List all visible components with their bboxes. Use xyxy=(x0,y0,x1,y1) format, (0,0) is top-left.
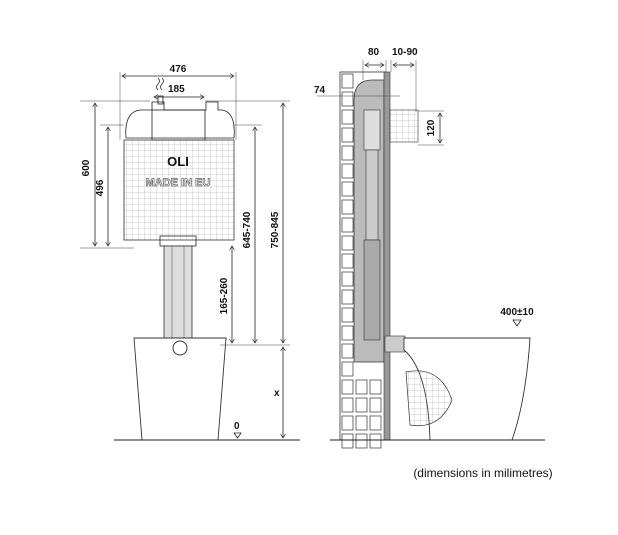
brick xyxy=(369,379,382,395)
level-marker-icon xyxy=(512,319,522,327)
floor-level-label: 0 xyxy=(234,421,240,432)
brick xyxy=(341,217,354,233)
depth-80-label: 80 xyxy=(368,47,380,58)
brick xyxy=(341,415,354,431)
brick xyxy=(341,325,354,341)
brick xyxy=(341,73,354,89)
brick xyxy=(341,91,354,107)
width-476-label: 476 xyxy=(170,64,187,75)
flush-pipe xyxy=(389,109,419,143)
brick xyxy=(355,379,368,395)
brick xyxy=(341,379,354,395)
brick xyxy=(341,127,354,143)
offset-74-label: 74 xyxy=(314,85,326,96)
seat-height-label: 400±10 xyxy=(500,307,534,318)
brick xyxy=(341,163,354,179)
water-inlet-icon xyxy=(156,77,164,91)
brick xyxy=(341,271,354,287)
brick xyxy=(341,433,354,449)
logo-text: OLI xyxy=(167,154,189,169)
brick xyxy=(341,343,354,359)
brick xyxy=(355,397,368,413)
brick xyxy=(341,307,354,323)
brick xyxy=(341,145,354,161)
brick xyxy=(341,181,354,197)
brick xyxy=(355,415,368,431)
units-footnote: (dimensions in milimetres) xyxy=(413,466,552,480)
range-750-845-label: 750-845 xyxy=(270,211,281,248)
range-645-740-label: 645-740 xyxy=(242,211,253,248)
brick xyxy=(355,433,368,449)
toilet-pan-front xyxy=(133,337,227,441)
range-165-260-label: 165-260 xyxy=(219,277,230,314)
made-in-text: MADE IN EU xyxy=(146,177,211,189)
brick xyxy=(369,433,382,449)
brick xyxy=(369,415,382,431)
side-view: 80 10-90 74 120 400±10 xyxy=(314,47,545,449)
brick xyxy=(341,397,354,413)
brick xyxy=(341,361,354,377)
range-10-90-label: 10-90 xyxy=(392,47,418,58)
front-view: OLI MADE IN EU 476 185 600 496 645-740 xyxy=(80,64,300,441)
level-marker-icon xyxy=(233,432,242,439)
brick xyxy=(341,199,354,215)
cistern-frame: OLI MADE IN EU xyxy=(123,95,235,343)
flush-width-185-label: 185 xyxy=(168,84,185,95)
brick-wall xyxy=(341,73,382,449)
height-600-label: 600 xyxy=(81,159,92,176)
brick xyxy=(341,289,354,305)
brick xyxy=(341,235,354,251)
brick xyxy=(341,253,354,269)
height-120-label: 120 xyxy=(426,119,437,136)
variable-x-label: x xyxy=(274,388,280,399)
brick xyxy=(369,397,382,413)
height-496-label: 496 xyxy=(95,179,106,196)
brick xyxy=(341,109,354,125)
